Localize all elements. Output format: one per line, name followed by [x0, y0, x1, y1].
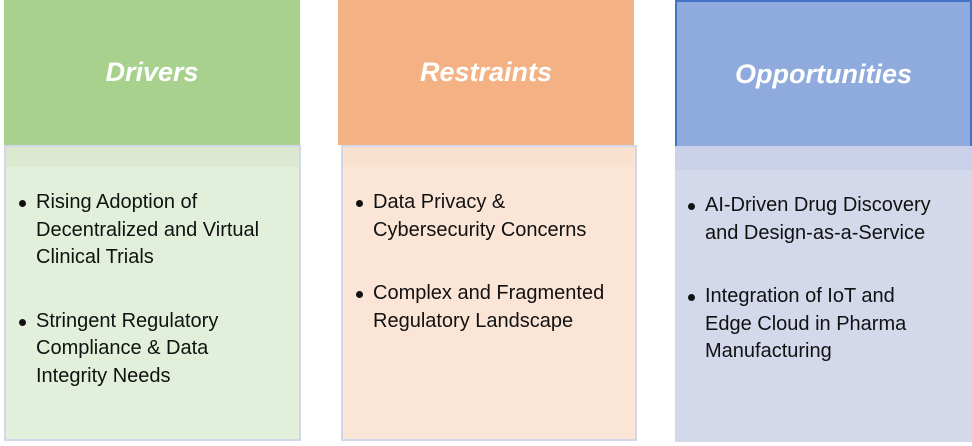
- list-item: Integration of IoT and Edge Cloud in Pha…: [688, 283, 940, 366]
- list-item: Rising Adoption of Decentralized and Vir…: [19, 189, 266, 272]
- restraints-header: Restraints: [338, 0, 634, 145]
- restraints-title: Restraints: [419, 57, 553, 87]
- drivers-title: Drivers: [105, 57, 199, 87]
- list-item: Stringent Regulatory Compliance & Data I…: [19, 308, 266, 391]
- list-item: Complex and Fragmented Regulatory Landsc…: [356, 280, 623, 335]
- opportunities-header: Opportunities: [675, 0, 972, 146]
- restraints-list: Data Privacy & Cybersecurity Concerns Co…: [343, 167, 635, 335]
- opportunities-panel: AI-Driven Drug Discovery and Design-as-a…: [675, 146, 972, 442]
- drivers-list: Rising Adoption of Decentralized and Vir…: [6, 167, 299, 390]
- opportunities-list: AI-Driven Drug Discovery and Design-as-a…: [675, 170, 972, 366]
- list-item: Data Privacy & Cybersecurity Concerns: [356, 189, 623, 244]
- drivers-band: [6, 147, 299, 167]
- list-item: AI-Driven Drug Discovery and Design-as-a…: [688, 192, 940, 247]
- drivers-header: Drivers: [4, 0, 300, 145]
- drivers-panel: Rising Adoption of Decentralized and Vir…: [4, 145, 301, 441]
- opportunities-title: Opportunities: [735, 58, 912, 89]
- restraints-band: [343, 147, 635, 167]
- opportunities-band: [675, 146, 972, 170]
- restraints-panel: Data Privacy & Cybersecurity Concerns Co…: [341, 145, 637, 441]
